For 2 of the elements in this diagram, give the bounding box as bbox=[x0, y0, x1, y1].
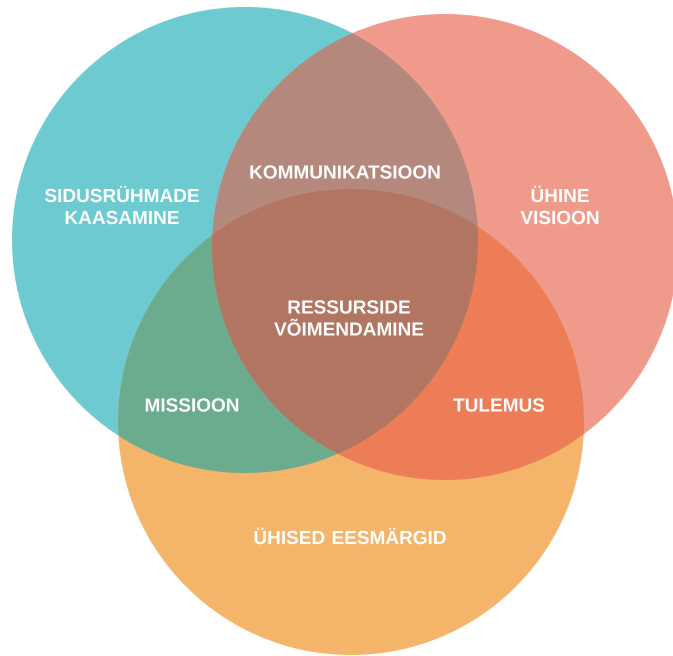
region-label: KOMMUNIKATSIOON bbox=[250, 165, 440, 179]
region-label: RESSURSIDE VÕIMENDAMINE bbox=[274, 300, 424, 336]
